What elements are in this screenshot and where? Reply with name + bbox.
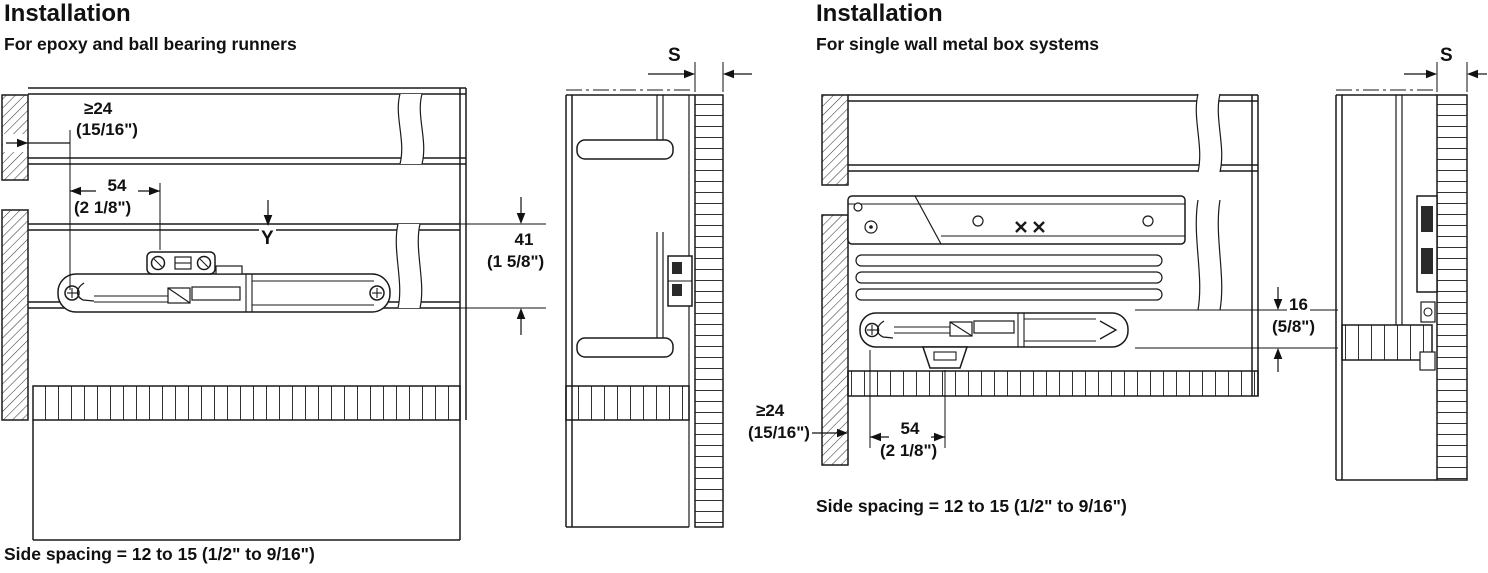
right-subtitle: For single wall metal box systems <box>816 34 1100 54</box>
metalbox-side-view <box>1335 62 1487 481</box>
bottom-bracket <box>1419 351 1436 371</box>
dim-right-front-clearance-in: (15/16") <box>746 423 812 442</box>
cabinet-side-panel <box>694 94 724 528</box>
drawer-bottom-lower <box>576 337 674 358</box>
dimension-s <box>1404 62 1487 92</box>
mounting-bracket <box>146 251 216 275</box>
side-panel-section-lower <box>1 209 29 421</box>
dim-left-front-gap-mm: 41 <box>502 231 546 249</box>
right-title: Installation <box>816 0 943 27</box>
dim-left-front-clearance-in: (15/16") <box>74 120 140 139</box>
dim-left-variable-y: Y <box>259 228 276 249</box>
side-panel-section-upper <box>821 94 849 186</box>
epoxy-front-view <box>1 87 546 541</box>
left-subtitle: For epoxy and ball bearing runners <box>4 34 297 54</box>
dim-left-bracket-offset-in: (2 1/8") <box>72 198 134 217</box>
dim-left-front-gap-in: (1 5/8") <box>485 252 547 271</box>
left-title: Installation <box>4 0 131 27</box>
fixing-clip <box>1420 301 1436 323</box>
metalbox-front-view <box>796 93 1338 466</box>
dim-right-bracket-offset-mm: 54 <box>889 420 931 438</box>
dim-left-front-clearance-mm: ≥24 <box>82 99 115 118</box>
cabinet-side-panel <box>1436 94 1468 481</box>
dim-right-bottom-clearance-mm: 16 <box>1287 295 1310 314</box>
metal-box-rail <box>847 195 1186 245</box>
left-side-spacing-note: Side spacing = 12 to 15 (1/2" to 9/16") <box>4 544 315 564</box>
dim-right-panel-thickness-s: S <box>1438 45 1455 66</box>
right-side-spacing-note: Side spacing = 12 to 15 (1/2" to 9/16") <box>816 496 1127 516</box>
drawer-bottom-section <box>1341 324 1433 361</box>
bottom-rail-section <box>565 385 690 421</box>
cabinet-outline <box>847 93 1259 397</box>
drawer-side-slots <box>855 254 1163 301</box>
runner-lever <box>57 265 391 313</box>
runner-lever <box>859 312 1129 348</box>
dim-right-bracket-offset-in: (2 1/8") <box>878 441 940 460</box>
bottom-rail-section <box>32 385 461 421</box>
dim-left-panel-thickness-s: S <box>666 45 683 66</box>
mounting-bracket <box>921 346 969 369</box>
bottom-rail-section <box>847 370 1259 397</box>
fixing-marks <box>1015 221 1045 233</box>
dim-right-front-clearance-mm: ≥24 <box>754 401 787 420</box>
side-panel-section-lower <box>821 214 849 466</box>
drawer-bottom-upper <box>576 139 674 160</box>
dim-left-bracket-offset-mm: 54 <box>96 177 138 195</box>
runner-rear-bracket <box>1416 195 1438 293</box>
dimension-s <box>648 62 752 92</box>
epoxy-side-view <box>565 62 752 528</box>
cabinet-outline <box>28 87 467 541</box>
runner-rear-bracket <box>667 255 693 307</box>
dim-right-bottom-clearance-in: (5/8") <box>1270 317 1318 336</box>
dimension-lines <box>796 287 1338 448</box>
